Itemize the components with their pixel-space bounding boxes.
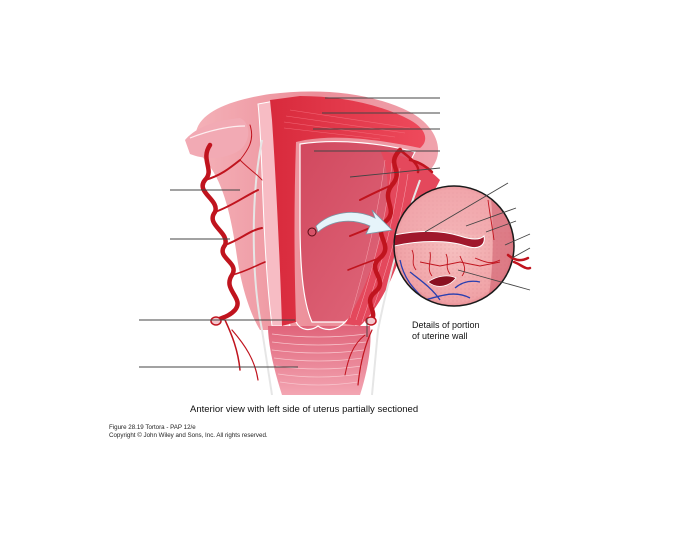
myometrium-section bbox=[270, 96, 426, 326]
cervix bbox=[268, 326, 371, 395]
uterine-tube-stump bbox=[185, 118, 249, 159]
leader-lines bbox=[139, 97, 531, 368]
leader-line-11 bbox=[457, 269, 531, 291]
endometrial-gland bbox=[427, 275, 457, 287]
callout-arrow bbox=[315, 209, 393, 235]
figure-number: Figure 28.19 Tortora - PAP 12/e bbox=[109, 424, 196, 431]
figure-caption: Anterior view with left side of uterus p… bbox=[190, 404, 419, 415]
copyright-notice: Copyright © John Wiley and Sons, Inc. Al… bbox=[109, 431, 268, 439]
leader-line-7 bbox=[465, 207, 517, 227]
artery-cut-end-right bbox=[365, 316, 377, 326]
uterine-wall-right bbox=[345, 150, 440, 326]
uterine-arteries bbox=[200, 124, 434, 386]
detail-caption-line1: Details of portion bbox=[412, 320, 480, 330]
uterine-wall-detail bbox=[393, 185, 532, 307]
detail-caption-line2: of uterine wall bbox=[412, 331, 468, 341]
detail-location-marker bbox=[307, 227, 317, 237]
leader-line-8 bbox=[485, 220, 517, 233]
detail-caption: Details of portion of uterine wall bbox=[412, 320, 480, 342]
leader-line-9 bbox=[504, 233, 531, 246]
artery-cut-end-left bbox=[210, 316, 222, 326]
uterine-lumen bbox=[394, 230, 485, 249]
leader-line-10 bbox=[511, 247, 531, 259]
figure-reference: Figure 28.19 Tortora - PAP 12/e Copyrigh… bbox=[109, 424, 268, 439]
leader-line-5 bbox=[349, 167, 441, 178]
leader-line-6 bbox=[424, 182, 509, 233]
